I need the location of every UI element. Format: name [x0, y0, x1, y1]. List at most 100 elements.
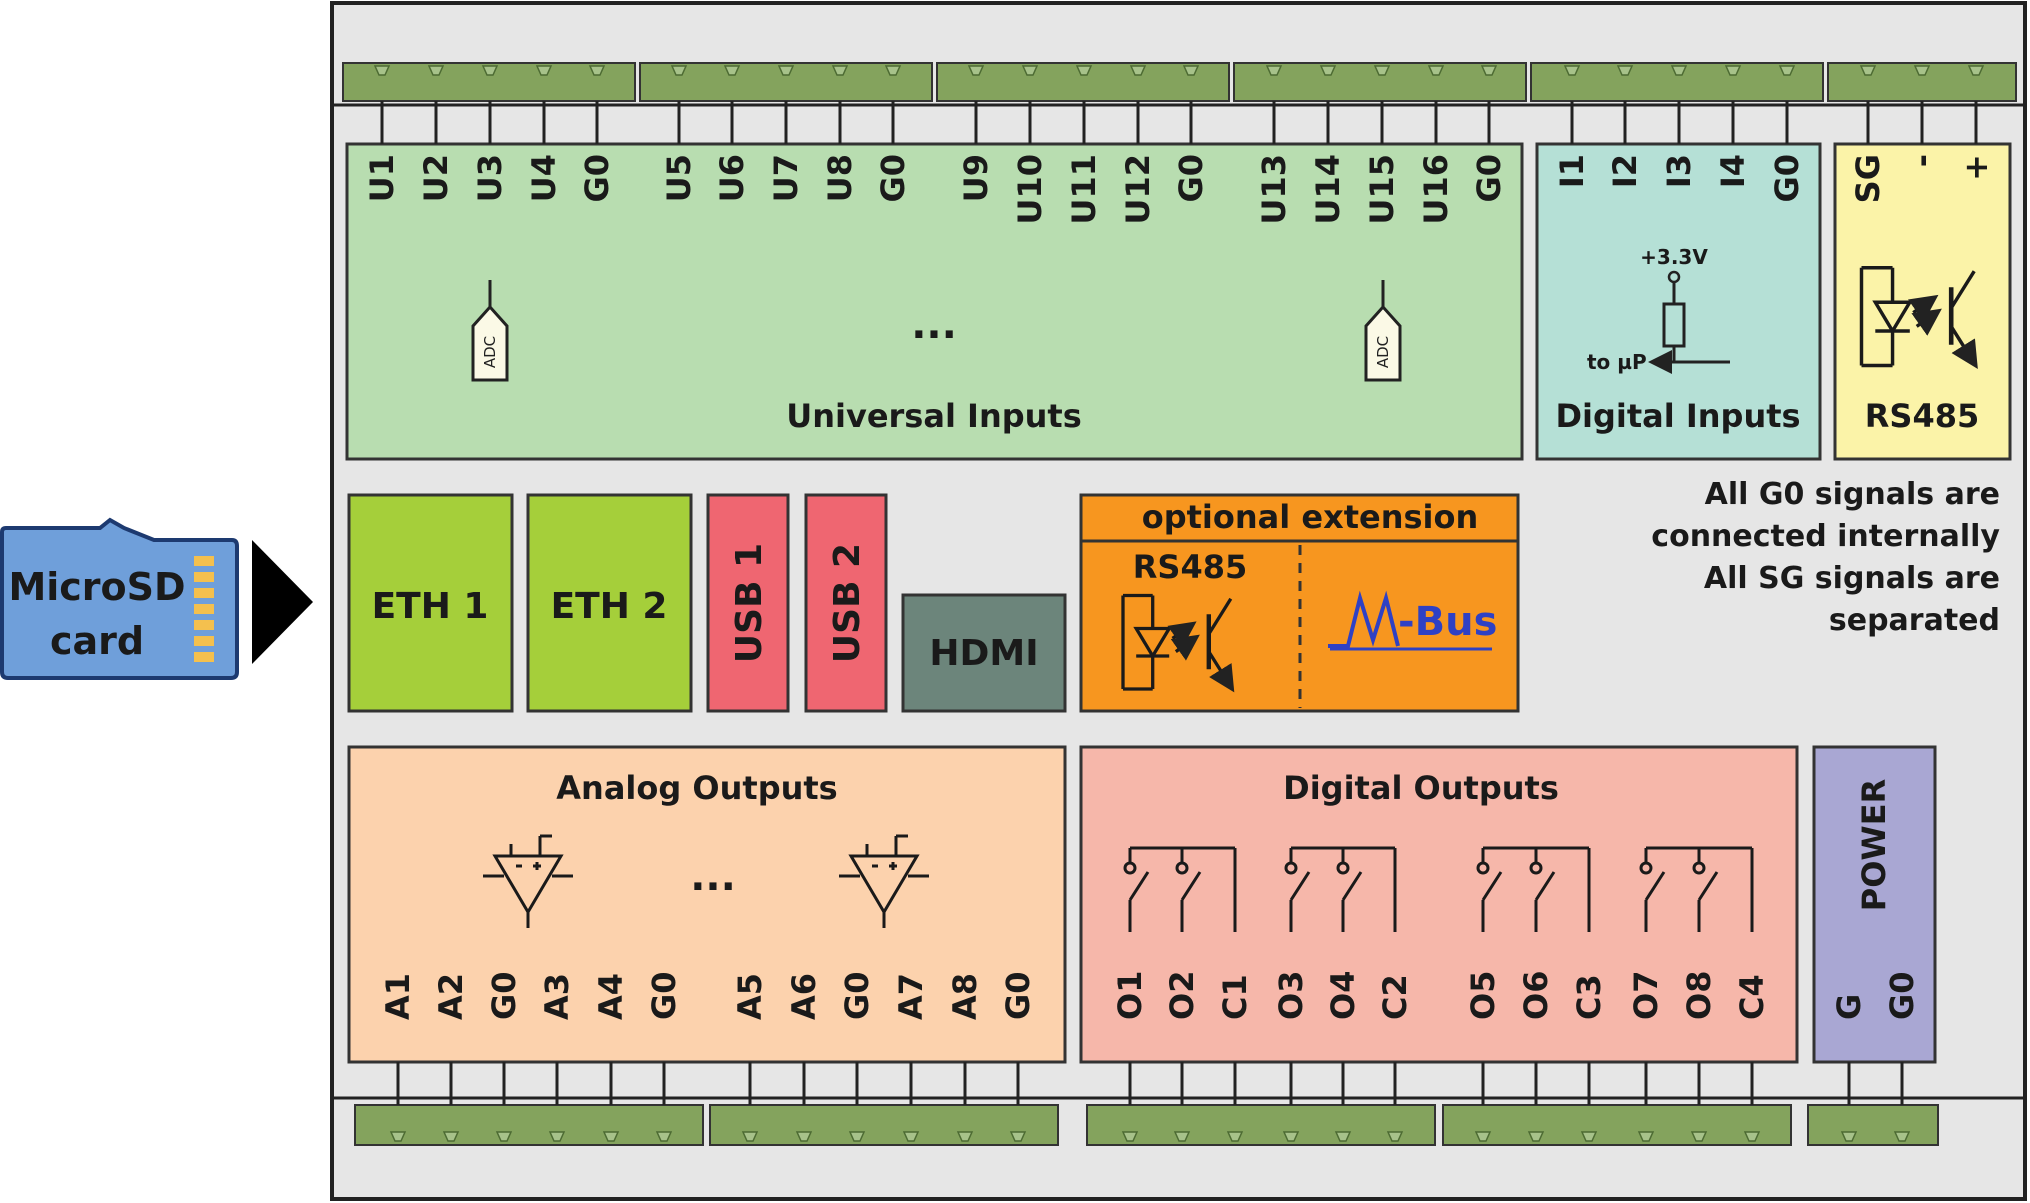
- terminal-block: [354, 1104, 704, 1146]
- pin-label: U9: [957, 154, 995, 202]
- pin-label: U5: [660, 154, 698, 202]
- relay-contacts: [1123, 846, 1754, 932]
- pin-label: I4: [1714, 154, 1752, 188]
- hdmi-port: HDMI: [901, 593, 1067, 713]
- note-line: All SG signals are: [1704, 561, 2000, 596]
- pin-label: A1: [379, 973, 417, 1020]
- adc-label: ADC: [1374, 336, 1392, 368]
- screw-mark: [427, 65, 445, 76]
- screw-mark: [1121, 1131, 1139, 1142]
- rs485-pins: SG-+: [1849, 101, 1995, 203]
- screw-mark: [1075, 65, 1093, 76]
- pin-label: U2: [417, 154, 455, 202]
- screw-mark: [535, 65, 553, 76]
- pin-label: A8: [946, 973, 984, 1020]
- screw-mark: [1563, 65, 1581, 76]
- pin-label: +: [1957, 154, 1995, 181]
- note-line: All G0 signals are: [1705, 477, 2000, 512]
- pin-label: U16: [1417, 154, 1455, 225]
- analog-outputs-panel: [347, 745, 1067, 1064]
- screw-mark: [1743, 1131, 1761, 1142]
- pin-label: U10: [1011, 154, 1049, 225]
- digital-inputs-panel: [1535, 142, 1822, 461]
- adc-icon: ADC: [471, 280, 509, 382]
- digital-inputs-title: Digital Inputs: [1555, 397, 1800, 435]
- pin-label: U4: [525, 154, 563, 202]
- pin-label: G0: [999, 971, 1037, 1020]
- pin-label: A5: [731, 973, 769, 1020]
- mbus-logo: -Bus: [1328, 590, 1497, 651]
- extension-header: optional extension: [1142, 498, 1479, 536]
- universal-inputs-ellipsis: ...: [911, 302, 957, 348]
- power-pins: G G0: [1830, 971, 1921, 1105]
- dac-icon: [483, 834, 573, 928]
- eth1-port: ETH 1: [347, 493, 514, 713]
- digital-outputs-panel: [1079, 745, 1799, 1064]
- usb2-label: USB 2: [827, 543, 868, 663]
- universal-inputs-panel: [345, 142, 1524, 461]
- microsd-contacts: [194, 556, 214, 662]
- pin-label: A7: [892, 973, 930, 1020]
- terminal-block: [342, 62, 636, 102]
- microsd-card: MicroSD card: [0, 517, 239, 680]
- relay-icon: [1639, 846, 1754, 932]
- pin-label: G0: [1883, 971, 1921, 1020]
- pin-label: G0: [485, 971, 523, 1020]
- pullup-resistor-icon: +3.3V to µP: [1587, 245, 1730, 374]
- pin-label: A3: [538, 973, 576, 1020]
- eth1-label: ETH 1: [372, 586, 489, 627]
- screw-mark: [831, 65, 849, 76]
- pin-label: G0: [1768, 154, 1806, 203]
- digital-outputs-title: Digital Outputs: [1283, 769, 1559, 807]
- pin-label: O2: [1163, 971, 1201, 1020]
- screw-mark: [848, 1131, 866, 1142]
- pin-label: O8: [1680, 971, 1718, 1020]
- usb2-port: USB 2: [804, 493, 888, 713]
- pin-label: O1: [1111, 971, 1149, 1020]
- screw-mark: [1474, 1131, 1492, 1142]
- screw-mark: [1129, 65, 1147, 76]
- usb1-label: USB 1: [729, 543, 770, 663]
- screw-mark: [1913, 65, 1931, 76]
- hdmi-label: HDMI: [929, 633, 1038, 674]
- screw-mark: [795, 1131, 813, 1142]
- top-terminal-blocks: [342, 62, 2017, 102]
- pin-label: A4: [592, 973, 630, 1020]
- pin-label: O5: [1464, 971, 1502, 1020]
- terminal-screw-marks: [373, 65, 1985, 1142]
- screw-mark: [1724, 65, 1742, 76]
- screw-mark: [1580, 1131, 1598, 1142]
- pin-label: U8: [821, 154, 859, 202]
- pin-label: G: [1830, 994, 1868, 1020]
- power-panel: [1812, 745, 1937, 1064]
- screw-mark: [670, 65, 688, 76]
- pin-label: SG: [1849, 154, 1887, 203]
- universal-inputs-title: Universal Inputs: [786, 397, 1082, 435]
- pin-label: I1: [1553, 154, 1591, 188]
- pin-label: A2: [432, 973, 470, 1020]
- pin-label: G0: [1470, 154, 1508, 203]
- screw-mark: [1373, 65, 1391, 76]
- screw-mark: [1527, 1131, 1545, 1142]
- pin-label: U15: [1363, 154, 1401, 225]
- pin-label: C2: [1376, 974, 1414, 1020]
- optocoupler-icon: [1859, 266, 1978, 370]
- screw-mark: [1480, 65, 1498, 76]
- screw-mark: [1173, 1131, 1191, 1142]
- pin-label: U1: [363, 154, 401, 202]
- screw-mark: [723, 65, 741, 76]
- screw-mark: [373, 65, 391, 76]
- eth2-port: ETH 2: [526, 493, 693, 713]
- mbus-m-glyph: [1328, 590, 1400, 648]
- terminal-block: [1807, 1104, 1939, 1146]
- pin-label: G0: [1172, 154, 1210, 203]
- pin-label: I2: [1606, 154, 1644, 188]
- pin-label: U11: [1065, 154, 1103, 225]
- optocoupler-icon: [1121, 593, 1235, 693]
- pin-label: O4: [1324, 971, 1362, 1020]
- supply-voltage-label: +3.3V: [1640, 245, 1708, 269]
- internal-connection-notes: All G0 signals are connected internally …: [1651, 477, 2000, 638]
